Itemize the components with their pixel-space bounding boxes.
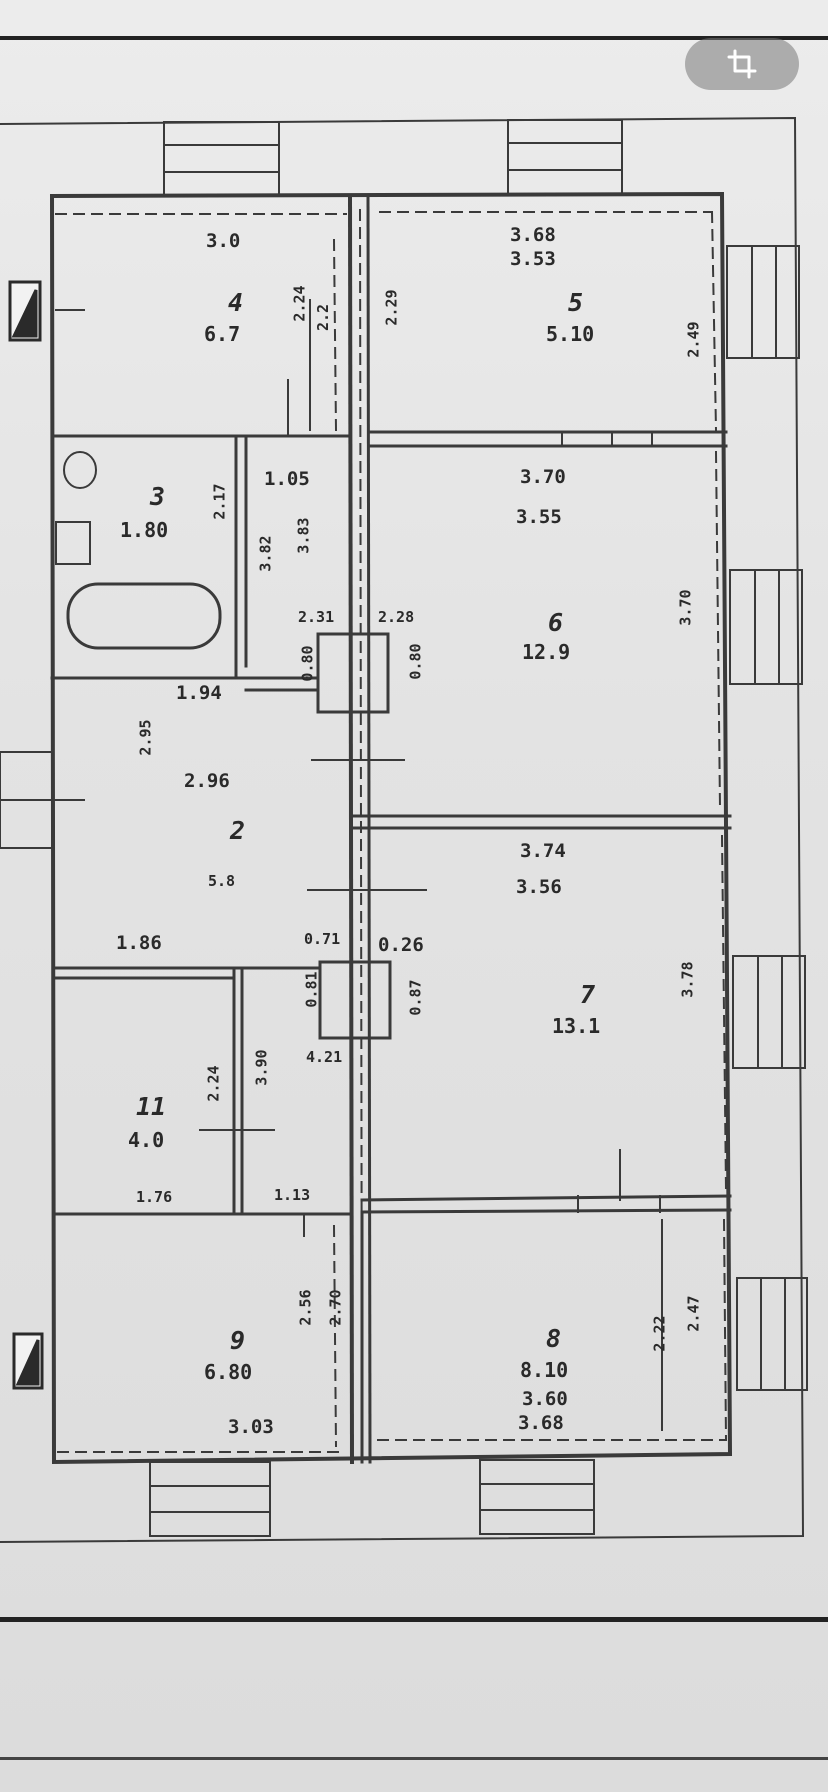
dim-r3-corr: 1.05 bbox=[264, 468, 310, 490]
room-9-number: 9 bbox=[230, 1326, 246, 1355]
room-8-area: 8.10 bbox=[520, 1358, 569, 1382]
dim-r3-v2: 3.82 bbox=[256, 535, 275, 572]
top-border-line bbox=[0, 36, 828, 40]
window-bottom-left bbox=[149, 1461, 271, 1537]
wall-7-8-a bbox=[360, 1194, 732, 1202]
central-wall-left bbox=[347, 193, 355, 1465]
dim-r6-top2: 3.55 bbox=[516, 506, 562, 528]
room-5-number: 5 bbox=[568, 288, 584, 317]
dim-r5-right: 2.49 bbox=[684, 321, 703, 358]
dim-duct1-v1: 0.80 bbox=[298, 645, 317, 682]
dim-r11-v2: 3.90 bbox=[252, 1049, 271, 1086]
window-right-1 bbox=[726, 245, 800, 359]
dimension-dashed-lines bbox=[55, 208, 728, 1458]
dim-r6-top1: 3.70 bbox=[520, 466, 566, 488]
bottom-border-line-2 bbox=[0, 1757, 828, 1760]
room-3-number: 3 bbox=[150, 482, 166, 511]
room-11-number: 11 bbox=[136, 1092, 167, 1121]
apartment-outline bbox=[49, 191, 733, 1465]
room-6-number: 6 bbox=[548, 608, 564, 637]
dim-duct2-v2: 0.87 bbox=[406, 979, 425, 1016]
vent-duct-1 bbox=[316, 632, 390, 714]
dim-r2-top: 1.94 bbox=[176, 682, 222, 704]
dimension-ticks bbox=[55, 299, 663, 1431]
window-top-right bbox=[507, 119, 623, 195]
outer-outline bbox=[0, 116, 805, 1544]
electrical-panel-bottom bbox=[12, 1332, 44, 1390]
room-9-area: 6.80 bbox=[204, 1360, 253, 1384]
dim-r11-bottom2: 1.13 bbox=[274, 1186, 311, 1204]
dim-r7-top2: 3.56 bbox=[516, 876, 562, 898]
sink bbox=[55, 521, 91, 565]
dim-duct1-v2: 0.80 bbox=[406, 643, 425, 680]
dim-r8-bottom1: 3.60 bbox=[522, 1388, 568, 1410]
room-7-number: 7 bbox=[580, 980, 596, 1009]
dim-r4-v1: 2.24 bbox=[290, 285, 309, 322]
room-5-area: 5.10 bbox=[546, 322, 595, 346]
dim-r8-v2: 2.47 bbox=[684, 1295, 703, 1332]
window-top-left bbox=[163, 121, 280, 197]
bathtub bbox=[66, 582, 222, 650]
dim-r2-v: 2.95 bbox=[136, 719, 155, 756]
dim-r5-top2: 3.53 bbox=[510, 248, 556, 270]
dim-r6-right: 3.70 bbox=[676, 589, 695, 626]
dim-duct2-right: 0.26 bbox=[378, 934, 424, 956]
room-7-area: 13.1 bbox=[552, 1014, 601, 1038]
dim-r3-v3: 3.83 bbox=[294, 517, 313, 554]
room-2-number: 2 bbox=[230, 816, 246, 845]
dim-r8-v1: 2.22 bbox=[650, 1315, 669, 1352]
dim-r9-v1: 2.56 bbox=[296, 1289, 315, 1326]
dim-r8-bottom2: 3.68 bbox=[518, 1412, 564, 1434]
dim-duct1-left: 2.31 bbox=[298, 608, 335, 626]
window-right-2 bbox=[729, 569, 803, 685]
bottom-border-line bbox=[0, 1617, 828, 1622]
dim-r9-v2: 2.70 bbox=[326, 1289, 345, 1326]
window-right-4 bbox=[736, 1277, 808, 1391]
dim-r7-right: 3.78 bbox=[678, 961, 697, 998]
window-right-3 bbox=[732, 955, 806, 1069]
electrical-panel-top bbox=[8, 280, 42, 342]
dim-r5-top1: 3.68 bbox=[510, 224, 556, 246]
crop-button[interactable] bbox=[685, 38, 799, 90]
dim-r2-bottom: 1.86 bbox=[116, 932, 162, 954]
room-4-number: 4 bbox=[228, 288, 244, 317]
dim-duct2-left: 0.71 bbox=[304, 930, 341, 948]
room-4-area: 6.7 bbox=[204, 322, 241, 346]
room-6-area: 12.9 bbox=[522, 640, 571, 664]
crop-icon bbox=[727, 49, 757, 79]
dim-r3-v1: 2.17 bbox=[210, 483, 229, 520]
room-2-area: 5.8 bbox=[208, 872, 236, 890]
toilet bbox=[63, 451, 97, 489]
dim-duct1-right: 2.28 bbox=[378, 608, 415, 626]
window-left bbox=[0, 751, 85, 849]
dim-r9-bottom: 3.03 bbox=[228, 1416, 274, 1438]
dim-r4-v2: 2.2 bbox=[314, 303, 333, 332]
dim-r4-v3: 2.29 bbox=[382, 289, 401, 326]
dim-r2-mid: 2.96 bbox=[184, 770, 230, 792]
room-3-area: 1.80 bbox=[120, 518, 169, 542]
window-bottom-right bbox=[479, 1459, 595, 1535]
vent-duct-2 bbox=[318, 960, 392, 1040]
wall-7-8-b bbox=[360, 1208, 732, 1214]
dim-r11-v1: 2.24 bbox=[204, 1065, 223, 1102]
dim-r7-top1: 3.74 bbox=[520, 840, 566, 862]
dim-r4-top: 3.0 bbox=[206, 230, 241, 252]
dim-r11-bottom1: 1.76 bbox=[136, 1188, 173, 1206]
room-8-number: 8 bbox=[546, 1324, 562, 1353]
dim-duct2-v1: 0.81 bbox=[302, 971, 321, 1008]
dim-duct2-bottom: 4.21 bbox=[306, 1048, 343, 1066]
room-11-area: 4.0 bbox=[128, 1128, 165, 1152]
